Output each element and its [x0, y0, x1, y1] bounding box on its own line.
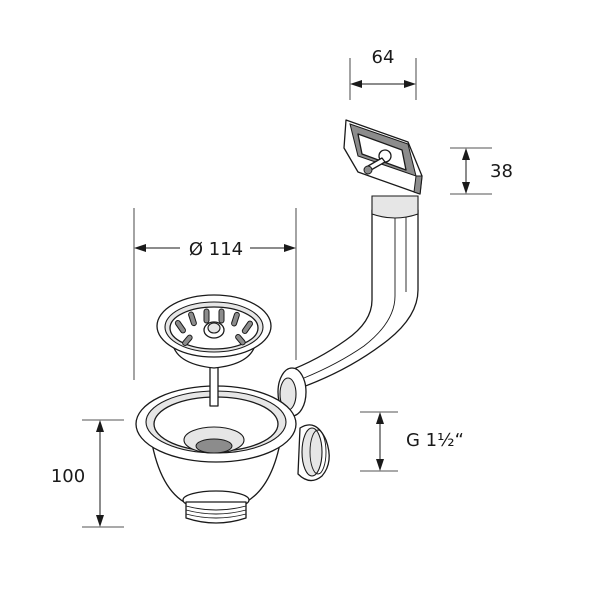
- dimension-label-overflow-height: 38: [490, 161, 513, 182]
- overflow-head: [343, 119, 423, 219]
- overflow-hose: [285, 209, 419, 389]
- dimension-overflow-height: 38: [450, 147, 513, 195]
- dimension-label-basket-diameter: Ø 114: [189, 239, 243, 260]
- basket-slots: [174, 308, 253, 347]
- dimension-label-thread-size: G 1½“: [406, 430, 464, 451]
- dimension-body-height: 100: [51, 419, 124, 528]
- dimension-label-body-height: 100: [51, 466, 85, 487]
- dimension-basket-diameter: Ø 114: [133, 208, 297, 380]
- strainer-basket: [156, 294, 272, 369]
- thread-lines: [185, 505, 247, 519]
- dimension-top-width: 64: [349, 47, 417, 100]
- dimension-label-top-width: 64: [372, 47, 395, 68]
- strainer-body: [135, 363, 297, 524]
- drain-outlet-fitting: [277, 367, 330, 482]
- dimension-thread-size: G 1½“: [360, 411, 464, 472]
